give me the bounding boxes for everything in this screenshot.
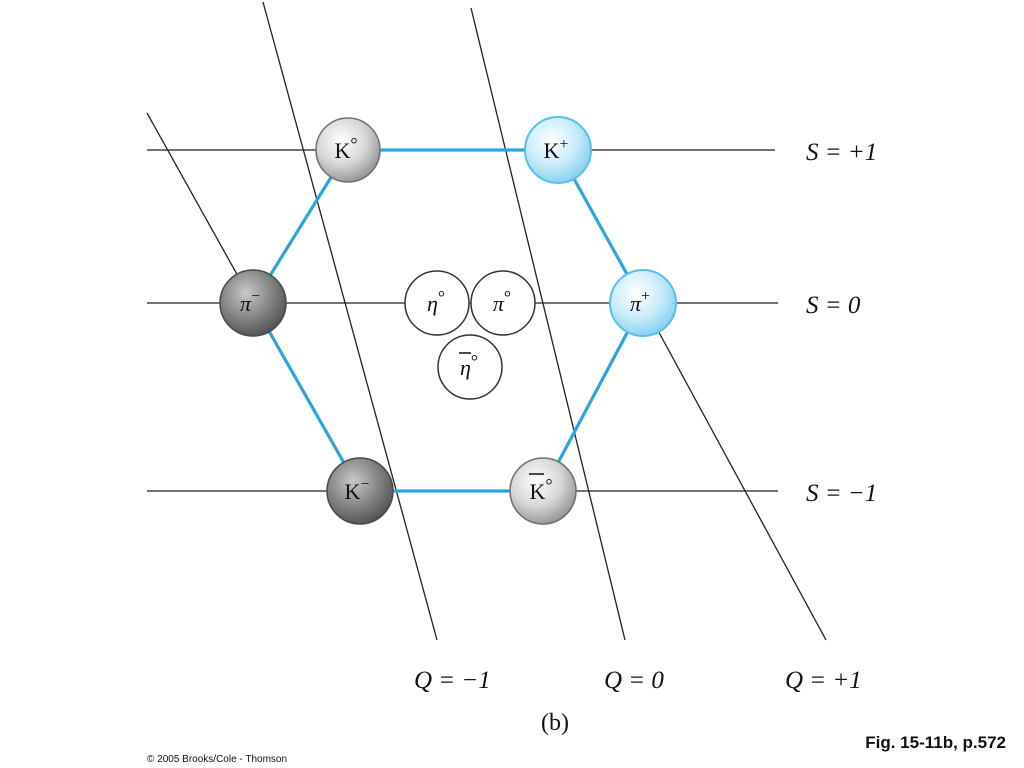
svg-text:K−: K− xyxy=(345,476,370,504)
col-label-q-0: Q = 0 xyxy=(604,667,664,694)
particle-k0: K° xyxy=(315,117,381,183)
particle-k-bar0: K° xyxy=(509,457,577,525)
copyright-notice: © 2005 Brooks/Cole - Thomson xyxy=(147,754,288,765)
svg-text:π−: π− xyxy=(240,288,260,316)
svg-text:K°: K° xyxy=(334,134,357,163)
particle-pi0-base: π xyxy=(493,291,505,316)
particle-eta0-sup: ° xyxy=(438,287,445,307)
row-label-s-plus1: S = +1 xyxy=(806,139,877,166)
particle-k-plus: K+ xyxy=(524,116,592,184)
row-label-s-0: S = 0 xyxy=(806,292,861,319)
hex-edge-bottom-right xyxy=(541,302,645,492)
svg-text:K+: K+ xyxy=(544,136,569,163)
particle-k-minus-sup: − xyxy=(360,476,369,493)
diag-line-q-0 xyxy=(470,7,626,641)
diag-line-far-left xyxy=(146,112,254,304)
figure-panel-label: (b) xyxy=(541,710,569,736)
particle-k-plus-base: K xyxy=(544,138,560,163)
svg-text:π+: π+ xyxy=(630,288,650,316)
diag-line-q-plus1 xyxy=(642,302,827,641)
particle-k-plus-sup: + xyxy=(559,136,568,153)
particle-pi-minus-base: π xyxy=(240,291,252,316)
particle-eta-bar0-sup: ° xyxy=(471,351,478,371)
svg-text:K°: K° xyxy=(529,475,552,504)
particle-eta-bar0: η° xyxy=(437,334,503,400)
col-label-q-minus1: Q = −1 xyxy=(414,667,491,694)
svg-text:π°: π° xyxy=(493,287,511,316)
particle-pi0-sup: ° xyxy=(504,287,511,307)
figure-caption: Fig. 15-11b, p.572 xyxy=(865,733,1006,752)
col-label-q-plus1: Q = +1 xyxy=(785,667,862,694)
particle-pi-minus: π− xyxy=(219,269,287,337)
particle-pi-minus-sup: − xyxy=(251,288,260,305)
svg-text:η°: η° xyxy=(427,287,445,316)
particle-pi0: π° xyxy=(470,270,536,336)
particle-k0-base: K xyxy=(334,138,350,163)
particle-pi-plus-base: π xyxy=(630,291,642,316)
particle-pi-plus: π+ xyxy=(609,269,677,337)
particle-k-minus: K− xyxy=(326,457,394,525)
particle-eta-bar0-base: η xyxy=(460,355,471,380)
particle-k-bar0-base: K xyxy=(529,479,545,504)
hex-edge-bottom-left xyxy=(251,302,362,492)
particle-pi-plus-sup: + xyxy=(641,288,650,305)
row-label-s-minus1: S = −1 xyxy=(806,480,877,507)
particle-k-minus-base: K xyxy=(345,479,361,504)
particle-eta0-base: η xyxy=(427,291,438,316)
diag-line-q-minus1 xyxy=(262,1,438,641)
svg-text:η°: η° xyxy=(460,351,478,380)
particle-k0-sup: ° xyxy=(350,134,357,154)
particle-eta0: η° xyxy=(404,270,470,336)
particle-k-bar0-sup: ° xyxy=(545,475,552,495)
